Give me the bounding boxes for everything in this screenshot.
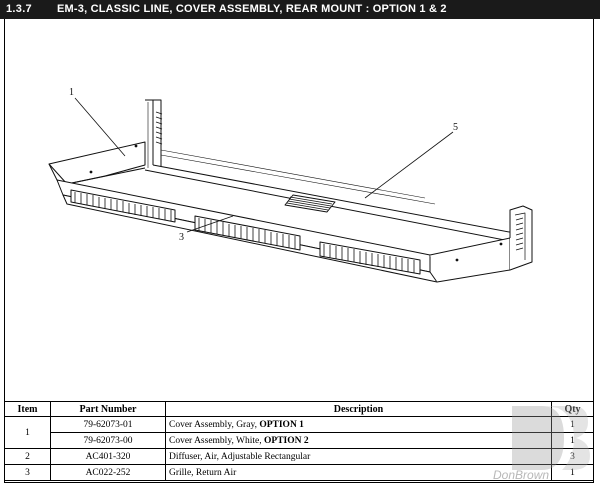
item-cell: 1 [4, 416, 51, 449]
desc-option: OPTION 1 [259, 419, 304, 430]
col-description: Description [165, 401, 552, 417]
table-row: 1 79-62073-01 Cover Assembly, Gray, OPTI… [4, 416, 594, 449]
watermark-text: DonBrown [493, 468, 550, 482]
desc-cell: Cover Assembly, White, OPTION 2 [165, 432, 552, 449]
page-frame [4, 19, 594, 483]
desc-text: Cover Assembly, Gray, [169, 419, 260, 430]
desc-option: OPTION 2 [264, 435, 309, 446]
desc-text: Grille, Return Air [169, 467, 237, 478]
parts-table: Item Part Number Description Qty 1 79-62… [4, 401, 594, 481]
callout-1: 1 [69, 87, 74, 98]
desc-text: Cover Assembly, White, [169, 435, 264, 446]
section-title: EM-3, CLASSIC LINE, COVER ASSEMBLY, REAR… [57, 3, 447, 15]
item-cell: 3 [4, 464, 51, 481]
part-cell: 79-62073-01 [50, 416, 166, 433]
section-header: 1.3.7 EM-3, CLASSIC LINE, COVER ASSEMBLY… [0, 0, 600, 19]
qty-cell: 3 [551, 448, 594, 465]
cover-assembly-diagram: 1 5 3 [48, 87, 533, 283]
table-header-row: Item Part Number Description Qty [4, 401, 594, 417]
table-row: 79-62073-00 Cover Assembly, White, OPTIO… [5, 432, 594, 449]
callout-5: 5 [453, 122, 458, 133]
qty-cell: 1 [551, 432, 594, 449]
item-cell: 2 [4, 448, 51, 465]
callout-3: 3 [179, 232, 184, 243]
col-qty: Qty [551, 401, 594, 417]
col-item: Item [4, 401, 51, 417]
desc-cell: Diffuser, Air, Adjustable Rectangular [165, 448, 552, 465]
qty-cell: 1 [551, 464, 594, 481]
part-cell: AC022-252 [50, 464, 166, 481]
part-cell: AC401-320 [50, 448, 166, 465]
qty-cell: 1 [551, 416, 594, 433]
desc-text: Diffuser, Air, Adjustable Rectangular [169, 451, 311, 462]
desc-cell: Cover Assembly, Gray, OPTION 1 [165, 416, 552, 433]
table-row: 2 AC401-320 Diffuser, Air, Adjustable Re… [4, 448, 594, 465]
table-row: 3 AC022-252 Grille, Return Air 1 [4, 464, 594, 481]
section-number: 1.3.7 [6, 3, 32, 15]
col-part-number: Part Number [50, 401, 166, 417]
part-cell: 79-62073-00 [50, 432, 166, 449]
